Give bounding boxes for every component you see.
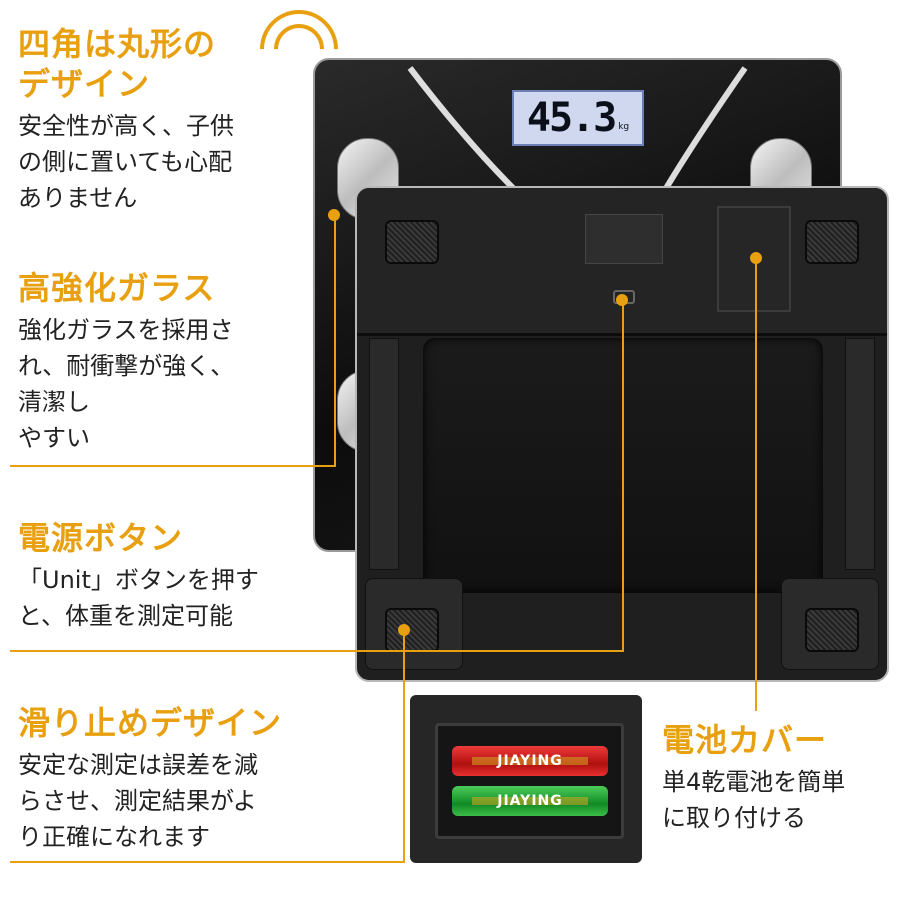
callout-dot-power [616,294,628,306]
anti-slip-foot [805,220,859,264]
side-rail [845,338,875,570]
feature-antislip: 滑り止めデザイン 安定な測定は誤差を減 らさせ、測定結果がよ り正確になれます [18,703,318,855]
battery-green: JIAYING [452,786,608,816]
feature-title: 滑り止めデザイン [18,704,283,742]
anti-slip-foot [385,608,439,652]
feature-title: 電源ボタン [18,519,184,557]
battery-brand-label: JIAYING [497,793,563,809]
anti-slip-foot [805,608,859,652]
callout-line-antislip [403,630,405,862]
weight-display: 45.3 kg [512,90,644,146]
battery-compartment-photo: JIAYING JIAYING [410,695,642,863]
corner-pad [365,578,463,670]
feature-battery: 電池カバー 単4乾電池を簡単 に取り付ける [662,720,892,836]
feature-title: 高強化ガラス [18,269,216,307]
callout-line-rounded [10,465,335,467]
feature-title: 四角は丸形の デザイン [18,25,217,103]
feature-rounded: 四角は丸形の デザイン 安全性が高く、子供 の側に置いても心配 ありません [18,24,278,216]
feature-title: 電池カバー [662,721,828,759]
feature-desc: 安全性が高く、子供 の側に置いても心配 ありません [18,112,234,212]
callout-dot-rounded [328,209,340,221]
spec-label-plate [585,214,663,264]
feature-desc: 単4乾電池を簡単 に取り付ける [662,768,846,832]
feature-desc: 「Unit」ボタンを押す と、体重を測定可能 [18,566,259,630]
callout-line-power [10,650,623,652]
feature-glass: 高強化ガラス 強化ガラスを採用さ れ、耐衝撃が強く、 清潔し やすい [18,268,298,456]
weight-unit: kg [618,122,630,132]
battery-tray: JIAYING JIAYING [435,723,624,839]
callout-line-power [622,300,624,652]
callout-line-rounded [334,215,336,467]
callout-line-antislip [10,861,405,863]
feature-desc: 強化ガラスを採用さ れ、耐衝撃が強く、 清潔し やすい [18,316,235,452]
callout-line-battery [755,258,757,711]
side-rail [369,338,399,570]
weight-reading: 45.3 [526,95,617,141]
battery-brand-label: JIAYING [497,753,563,769]
feature-desc: 安定な測定は誤差を減 らさせ、測定結果がよ り正確になれます [18,751,258,851]
corner-pad [781,578,879,670]
anti-slip-foot [385,220,439,264]
feature-power: 電源ボタン 「Unit」ボタンを押す と、体重を測定可能 [18,518,318,634]
glass-highlight-lines [407,66,748,193]
battery-red: JIAYING [452,746,608,776]
